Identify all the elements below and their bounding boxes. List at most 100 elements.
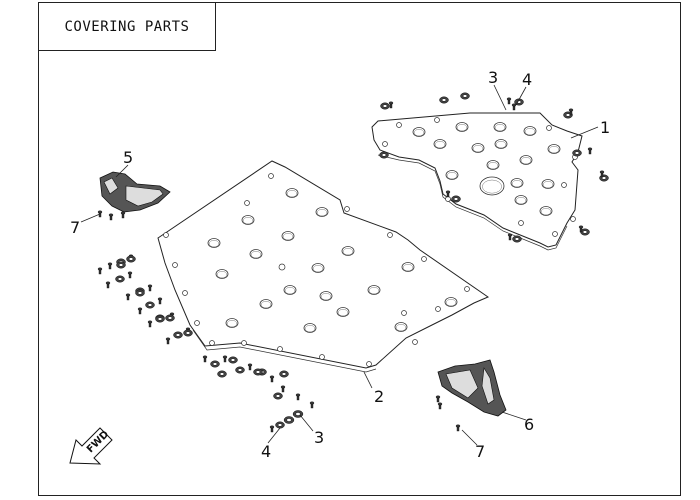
- washer: [379, 151, 389, 159]
- screw: [157, 297, 163, 305]
- screw: [202, 355, 208, 363]
- part-2-main-plate: [157, 160, 490, 373]
- mount-hole: [182, 290, 188, 296]
- plate-hole: [539, 206, 553, 216]
- washer: [115, 275, 125, 283]
- plate-hole: [455, 122, 469, 132]
- screw: [309, 401, 315, 409]
- screw: [568, 108, 574, 116]
- callout-numbers: 1 3 4 5 7 2 6 7 3 4: [70, 68, 610, 461]
- mount-hole: [268, 173, 274, 179]
- plate-hole: [311, 263, 325, 273]
- plate-hole: [523, 126, 537, 136]
- drawing-frame: [38, 2, 681, 496]
- mount-hole: [546, 125, 552, 131]
- plate-hole: [445, 170, 459, 180]
- mount-hole: [344, 206, 350, 212]
- screw: [105, 281, 111, 289]
- callout-5: 5: [123, 148, 133, 167]
- diagram-title: COVERING PARTS: [64, 18, 190, 35]
- plate-hole: [471, 143, 485, 153]
- screw: [125, 293, 131, 301]
- plate-hole: [336, 307, 350, 317]
- plate-hole: [394, 322, 408, 332]
- washer: [173, 331, 183, 339]
- mount-hole: [366, 361, 372, 367]
- callout-4-bottom: 4: [261, 442, 271, 461]
- plate-hole: [514, 195, 528, 205]
- callout-3-bottom: 3: [314, 428, 324, 447]
- mount-hole: [244, 200, 250, 206]
- washer: [210, 360, 220, 368]
- washer: [460, 92, 470, 100]
- screw: [388, 101, 394, 109]
- part-6-bracket: [437, 359, 507, 417]
- mount-hole: [412, 339, 418, 345]
- plate-hole: [486, 160, 500, 170]
- screw: [511, 103, 517, 111]
- plate-hole: [401, 262, 415, 272]
- mount-hole: [278, 263, 286, 271]
- mount-hole: [163, 232, 169, 238]
- screw: [137, 307, 143, 315]
- screw: [578, 225, 584, 233]
- plate-hole: [249, 249, 263, 259]
- mount-hole: [561, 182, 567, 188]
- mount-hole: [464, 286, 470, 292]
- screw: [247, 363, 253, 371]
- screw: [507, 233, 513, 241]
- mount-hole: [421, 256, 427, 262]
- plate-hole: [479, 176, 505, 196]
- screw: [97, 267, 103, 275]
- screw: [222, 355, 228, 363]
- plate-hole: [433, 139, 447, 149]
- plate-hole: [412, 127, 426, 137]
- plate-hole: [493, 122, 507, 132]
- callout-7-left: 7: [70, 218, 80, 237]
- plate-hole: [241, 215, 255, 225]
- screw: [147, 284, 153, 292]
- mount-hole: [552, 231, 558, 237]
- plate-hole: [519, 155, 533, 165]
- mount-hole: [434, 117, 440, 123]
- mount-hole: [382, 141, 388, 147]
- leader-lines: [80, 84, 599, 446]
- screw: [506, 97, 512, 105]
- washer: [273, 392, 283, 400]
- washer: [279, 370, 289, 378]
- washer: [572, 149, 582, 157]
- washer: [155, 315, 165, 323]
- plate-hole: [319, 291, 333, 301]
- screw: [269, 425, 275, 433]
- screw: [599, 170, 605, 178]
- plate-hole: [303, 323, 317, 333]
- screw: [120, 211, 126, 219]
- screw: [97, 210, 103, 218]
- plate-hole: [281, 231, 295, 241]
- plate-hole: [510, 178, 524, 188]
- callout-3-top: 3: [488, 68, 498, 87]
- screw: [445, 190, 451, 198]
- title-box: COVERING PARTS: [38, 2, 216, 51]
- washer: [451, 195, 461, 203]
- washer: [135, 289, 145, 297]
- washer: [283, 416, 295, 424]
- callout-4-top: 4: [522, 70, 532, 89]
- mount-hole: [387, 232, 393, 238]
- mount-hole: [241, 340, 247, 346]
- mount-hole: [401, 310, 407, 316]
- washer: [380, 102, 390, 110]
- washer: [183, 329, 193, 337]
- mount-hole: [194, 320, 200, 326]
- washer: [126, 255, 136, 263]
- mount-hole: [435, 306, 441, 312]
- plate-hole: [494, 139, 508, 149]
- washer: [228, 356, 238, 364]
- washer: [116, 261, 126, 269]
- fastener-set: [97, 92, 609, 433]
- fwd-arrow: FWD: [69, 427, 113, 465]
- part-1-upper-plate: [371, 112, 583, 251]
- screw: [269, 375, 275, 383]
- washer: [165, 314, 175, 322]
